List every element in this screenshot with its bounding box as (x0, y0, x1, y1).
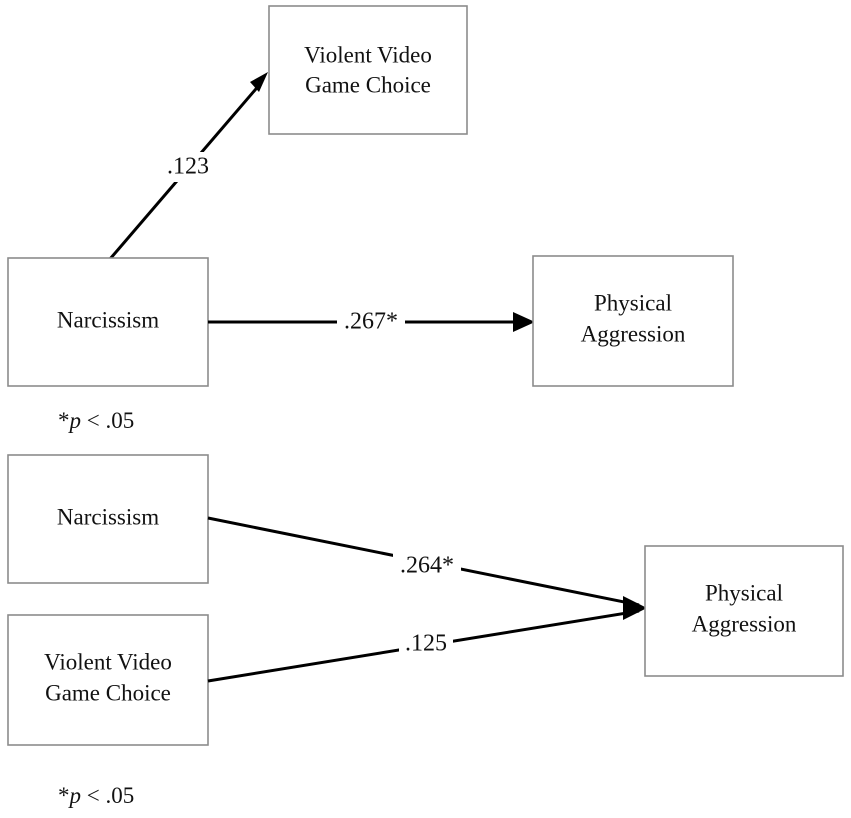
arrow-head-icon (250, 72, 268, 92)
note-rest: < .05 (81, 783, 135, 808)
node-physical-aggression-bottom: Physical Aggression (644, 545, 844, 677)
note-star: * (58, 783, 70, 808)
node-label-line2: Aggression (581, 321, 686, 346)
node-physical-aggression-top: Physical Aggression (532, 255, 734, 387)
edge-coefficient-label: .123 (167, 154, 209, 180)
node-box (7, 454, 209, 584)
arrow-head-icon (623, 596, 647, 620)
node-narcissism-bottom: Narcissism (7, 454, 209, 584)
node-label-line1: Physical (705, 580, 783, 605)
node-box (532, 255, 734, 387)
node-violent-video-game-choice-top: Violent Video Game Choice (268, 5, 468, 135)
edge-game-choice-to-aggression-bottom: .125 (207, 609, 640, 683)
node-box (7, 614, 209, 746)
node-label-line1: Narcissism (57, 504, 159, 529)
significance-note-top: *p < .05 (58, 409, 134, 432)
node-label-line1: Physical (594, 290, 672, 315)
edge-narcissism-to-aggression-bottom: .264* (207, 516, 640, 607)
edge-coefficient-label: .267* (344, 309, 398, 335)
edge-narcissism-to-game-choice: .123 (108, 72, 268, 260)
node-narcissism-top: Narcissism (7, 257, 209, 387)
node-label-line1: Violent Video (44, 649, 172, 674)
label-backdrop (399, 629, 453, 659)
note-p-italic: p (69, 408, 82, 433)
node-label-line2: Game Choice (45, 680, 171, 705)
edge-narcissism-to-aggression-top: .267* (208, 308, 535, 336)
edge-coefficient-label: .264* (400, 553, 454, 579)
edge-coefficient-label: .125 (405, 631, 447, 657)
note-p-italic: p (69, 783, 82, 808)
arrow-head-icon (513, 312, 535, 332)
significance-note-bottom: *p < .05 (58, 784, 134, 807)
node-violent-video-game-choice-bottom: Violent Video Game Choice (7, 614, 209, 746)
note-star: * (58, 408, 70, 433)
label-backdrop (393, 551, 461, 581)
node-label-line2: Aggression (692, 611, 797, 636)
label-backdrop (160, 152, 216, 182)
node-box (268, 5, 468, 135)
node-label-line1: Narcissism (57, 307, 159, 332)
note-rest: < .05 (81, 408, 135, 433)
node-label-line1: Violent Video (304, 42, 432, 67)
label-backdrop (337, 308, 405, 336)
node-box (644, 545, 844, 677)
node-label-line2: Game Choice (305, 72, 431, 97)
